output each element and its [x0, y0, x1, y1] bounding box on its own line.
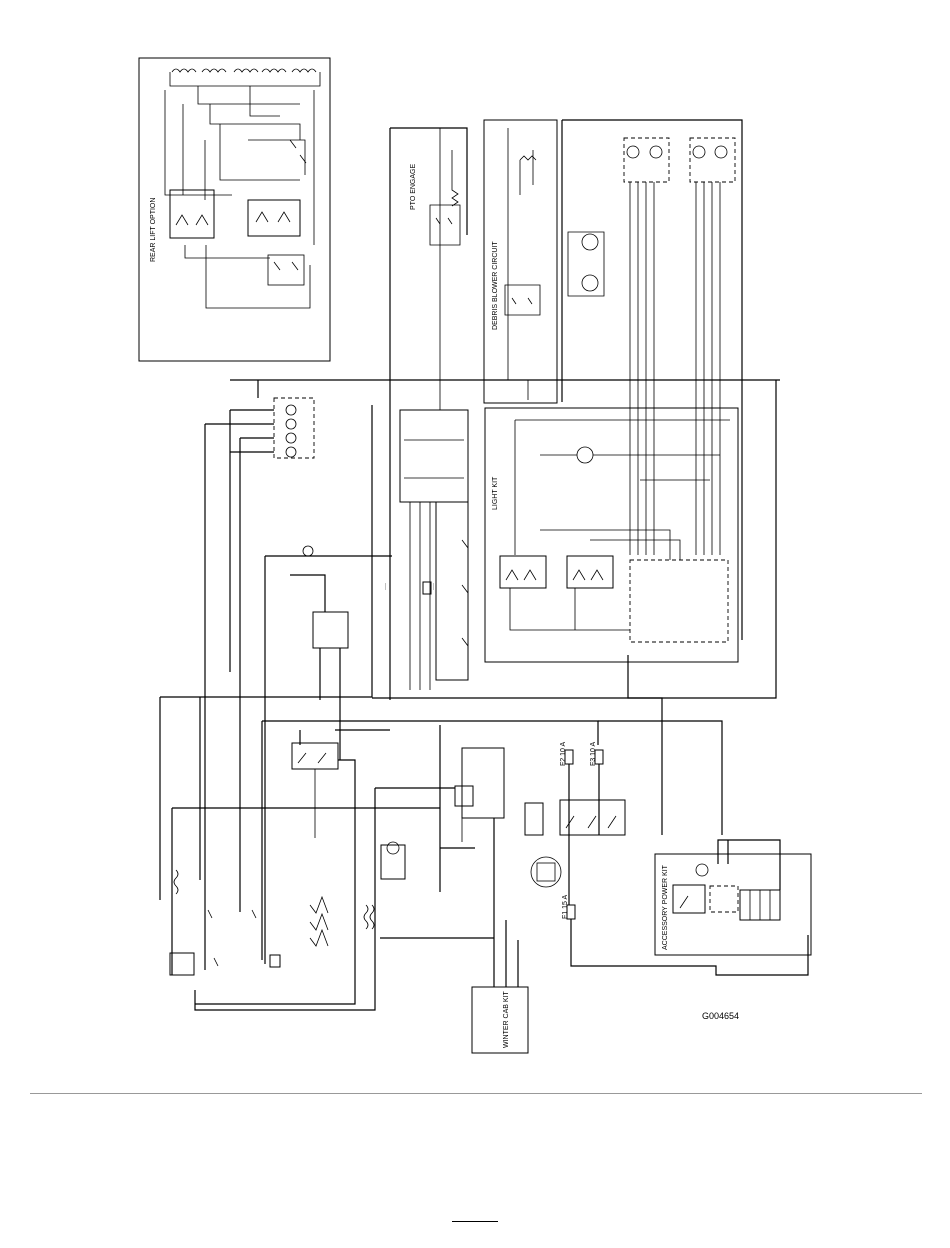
svg-text:——: —— — [383, 583, 387, 591]
light-kit-module: LIGHT KIT — [485, 408, 738, 662]
rear-lift-option-label: REAR LIFT OPTION — [150, 198, 157, 262]
fuse-f3-label: F3 10 A — [590, 742, 597, 766]
controller-module — [400, 410, 468, 690]
winter-cab-kit-label: WINTER CAB KIT — [503, 990, 510, 1048]
accessory-power-kit-label: ACCESSORY POWER KIT — [662, 864, 669, 950]
fuse-f1-label: F1 15 A — [562, 895, 569, 919]
debris-blower-circuit: DEBRIS BLOWER CIRCUIT — [484, 120, 557, 403]
rear-lift-option-module: REAR LIFT OPTION — [139, 58, 330, 361]
pto-engage-label: PTO ENGAGE — [410, 164, 417, 210]
gauge-cluster — [205, 380, 780, 970]
alternator-and-glow — [170, 808, 440, 1010]
light-kit-label: LIGHT KIT — [492, 476, 499, 510]
drawing-number: G004654 — [702, 1011, 739, 1021]
wire-tags: —— —— — [383, 583, 435, 591]
svg-text:——: —— — [431, 583, 435, 591]
page-divider — [30, 1093, 922, 1094]
fuse-f2-label: F2 10 A — [560, 742, 567, 766]
engine-starter — [375, 725, 504, 938]
debris-blower-label: DEBRIS BLOWER CIRCUIT — [492, 241, 499, 330]
winter-cab-kit-module: WINTER CAB KIT — [380, 818, 528, 1053]
page-number-bar — [452, 1221, 498, 1222]
accessory-power-kit-module: ACCESSORY POWER KIT — [628, 380, 811, 955]
pto-engage-circuit: PTO ENGAGE — [390, 128, 467, 700]
